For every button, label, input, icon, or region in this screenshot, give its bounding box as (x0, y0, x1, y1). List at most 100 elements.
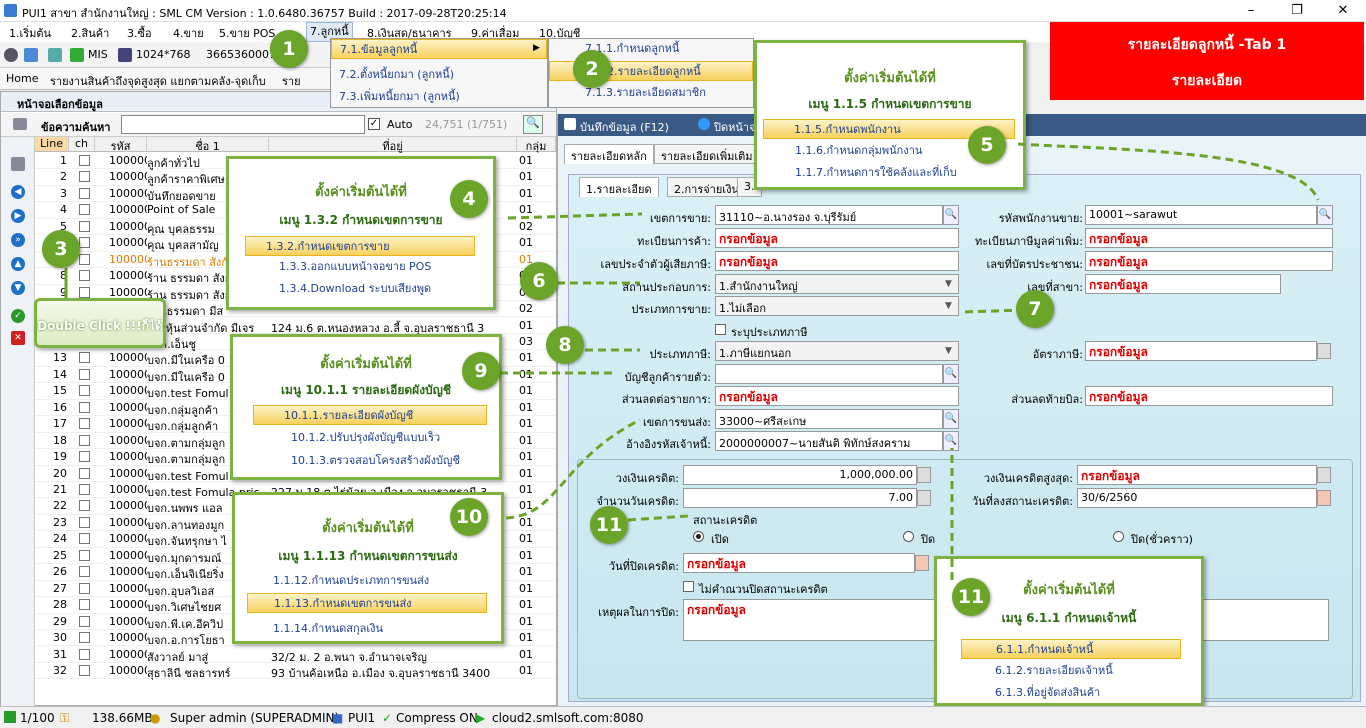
item-discount-field[interactable]: กรอกข้อมูล (715, 386, 959, 406)
salesperson-search-icon[interactable]: 🔍 (1317, 205, 1333, 225)
row-checkbox[interactable] (79, 533, 90, 545)
row-checkbox[interactable] (79, 516, 90, 528)
tax-id-field[interactable]: กรอกข้อมูล (715, 251, 959, 271)
row-checkbox[interactable] (79, 664, 90, 676)
menu-start[interactable]: 1.เริ่มต้น (9, 27, 52, 40)
menu-depreciation[interactable]: 9.ค่าเสื่อม (471, 27, 520, 40)
menu-item-member-detail[interactable]: 7.1.3.รายละเอียดสมาชิก (585, 86, 706, 99)
up-icon[interactable]: ▲ (11, 257, 25, 271)
shipping-zone-field[interactable]: 33000~ศรีสะเกษ (715, 409, 943, 429)
col-line[interactable]: Line (35, 137, 69, 152)
credit-limit-field[interactable]: 1,000,000.00 (683, 465, 917, 485)
menu-pos[interactable]: 5.ขาย POS (219, 27, 276, 40)
next-icon[interactable]: » (11, 233, 25, 247)
col-check[interactable]: ch (69, 137, 95, 152)
chart-icon[interactable] (70, 48, 84, 62)
creditor-search-icon[interactable]: 🔍 (943, 431, 959, 451)
row-checkbox[interactable] (79, 615, 90, 627)
max-credit-field[interactable]: กรอกข้อมูล (1077, 465, 1317, 485)
branch-no-field[interactable]: กรอกข้อมูล (1085, 274, 1281, 294)
sales-zone-search-icon[interactable]: 🔍 (943, 205, 959, 225)
row-checkbox[interactable] (79, 368, 90, 380)
status-date-field[interactable]: 30/6/2560 (1077, 488, 1317, 508)
close-window-button[interactable]: ✕ (1337, 3, 1349, 18)
menu-cash[interactable]: 8.เงินสด/ธนาคาร (367, 27, 452, 40)
list-icon[interactable] (11, 157, 25, 171)
col-group[interactable]: กลุ่ม (517, 137, 556, 153)
tax-type-select[interactable]: 1.ภาษีแยกนอก (715, 341, 959, 361)
row-checkbox[interactable] (79, 549, 90, 561)
row-checkbox[interactable] (79, 418, 90, 430)
calculator-icon[interactable] (917, 467, 931, 483)
close-date-field[interactable]: กรอกข้อมูล (683, 553, 915, 573)
row-checkbox[interactable] (79, 253, 90, 265)
col-address[interactable]: ที่อยู่ (269, 137, 517, 153)
sales-zone-field[interactable]: 31110~อ.นางรอง จ.บุรีรัมย์ (715, 205, 943, 225)
row-checkbox[interactable] (79, 467, 90, 479)
row-checkbox[interactable] (79, 237, 90, 249)
bill-discount-field[interactable]: กรอกข้อมูล (1085, 386, 1333, 406)
row-checkbox[interactable] (79, 434, 90, 446)
calendar-icon[interactable] (1317, 490, 1331, 506)
menu-account[interactable]: 10.บัญชี (539, 27, 581, 40)
auto-checkbox[interactable]: ✓ (368, 118, 380, 130)
first-icon[interactable]: ◀ (11, 185, 25, 199)
search-icon[interactable]: 🔍 (523, 115, 543, 134)
minimize-button[interactable]: – (1247, 3, 1255, 18)
tax-type-checkbox[interactable] (715, 324, 726, 335)
close-form-button[interactable]: ปิดหน้าจอ (714, 121, 763, 134)
cancel-icon[interactable]: ✕ (11, 331, 25, 345)
row-checkbox[interactable] (79, 484, 90, 495)
calculator-icon[interactable] (1317, 343, 1331, 359)
calculator-icon[interactable] (917, 490, 931, 506)
row-checkbox[interactable] (79, 187, 90, 199)
clock-icon[interactable] (4, 48, 18, 62)
calculator-icon[interactable] (1317, 467, 1331, 483)
mis-label[interactable]: MIS (88, 48, 108, 61)
tax-rate-field[interactable]: กรอกข้อมูล (1085, 341, 1317, 361)
sale-type-select[interactable]: 1.ไม่เลือก (715, 296, 959, 316)
subtab-payment[interactable]: 2.การจ่ายเงิน (667, 177, 746, 197)
menu-item-debtor-add[interactable]: 7.3.เพิ่มหนี้ยกมา (ลูกหนี้) (339, 90, 460, 103)
tab-more[interactable]: ราย (282, 75, 301, 88)
maximize-button[interactable]: ❐ (1291, 3, 1303, 18)
ok-icon[interactable]: ✓ (11, 309, 25, 323)
table-row[interactable]: 8100000..ร้าน ธรรมดา สังกัด01 (35, 268, 556, 285)
radio-closed[interactable] (903, 531, 914, 542)
search-input[interactable] (121, 115, 365, 134)
row-checkbox[interactable] (79, 500, 90, 512)
col-name[interactable]: ชื่อ 1 (147, 137, 269, 153)
row-checkbox[interactable] (79, 220, 90, 232)
menu-purchase[interactable]: 3.ซื้อ (127, 27, 152, 40)
menu-item-debtor-data[interactable]: 7.1.ข้อมูลลูกหนี้ (331, 39, 547, 59)
prev-icon[interactable]: ▶ (11, 209, 25, 223)
row-checkbox[interactable] (79, 270, 90, 282)
citizen-id-field[interactable]: กรอกข้อมูล (1085, 251, 1333, 271)
tab-extra-detail[interactable]: รายละเอียดเพิ่มเติม (654, 144, 760, 164)
radio-temp-closed[interactable] (1113, 531, 1124, 542)
tab-main-detail[interactable]: รายละเอียดหลัก (564, 144, 654, 164)
row-checkbox[interactable] (79, 155, 90, 166)
row-checkbox[interactable] (79, 632, 90, 644)
no-calc-checkbox[interactable] (683, 581, 694, 592)
save-icon[interactable] (564, 118, 576, 130)
menu-item-debtor-open[interactable]: 7.2.ตั้งหนี้ยกมา (ลูกหนี้) (339, 68, 455, 81)
table-row[interactable]: 32100000..สุธาลินี ชลธารทร์93 บ้านค้อเหน… (35, 663, 556, 680)
filter-icon[interactable] (13, 118, 27, 130)
row-checkbox[interactable] (79, 599, 90, 611)
row-checkbox[interactable] (79, 451, 90, 463)
creditor-ref-field[interactable]: 2000000007~นายสันติ พิทักษ์สงคราม (715, 431, 943, 451)
power-icon[interactable] (698, 118, 710, 130)
row-checkbox[interactable] (79, 401, 90, 413)
menu-item-define-debtor[interactable]: 7.1.1.กำหนดลูกหนี้ (585, 42, 680, 55)
account-search-icon[interactable]: 🔍 (943, 364, 959, 384)
grid-icon[interactable] (48, 48, 62, 62)
establishment-select[interactable]: 1.สำนักงานใหญ่ (715, 274, 959, 294)
row-checkbox[interactable] (79, 582, 90, 594)
window-icon[interactable] (24, 48, 38, 62)
menu-sale[interactable]: 4.ขาย (173, 27, 204, 40)
menu-product[interactable]: 2.สินค้า (71, 27, 110, 40)
save-button[interactable]: บันทึกข้อมูล (F12) (580, 121, 669, 134)
